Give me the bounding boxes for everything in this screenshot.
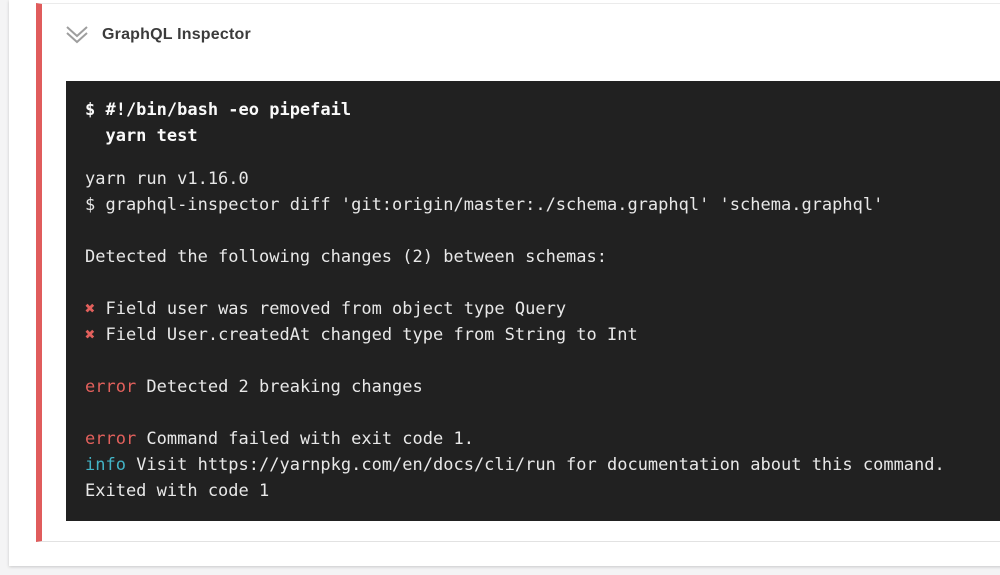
terminal-token: $ graphql-inspector diff 'git:origin/mas… <box>85 195 884 215</box>
terminal-command: $ #!/bin/bash -eo pipefail yarn test <box>85 100 352 146</box>
terminal-output: yarn run v1.16.0 $ graphql-inspector diff… <box>85 166 1000 504</box>
terminal-line: error Command failed with exit code 1. <box>85 426 1000 452</box>
build-step-card: GraphQL Inspector $ #!/bin/bash -eo pipe… <box>9 0 1000 566</box>
terminal-token: Field User.createdAt changed type from S… <box>95 325 638 345</box>
step-title: GraphQL Inspector <box>102 25 251 43</box>
step-header-toggle[interactable]: GraphQL Inspector <box>42 4 1000 45</box>
terminal-token: Field user was removed from object type … <box>95 299 567 319</box>
terminal-line: $ graphql-inspector diff 'git:origin/mas… <box>85 192 1000 218</box>
double-chevron-down-icon[interactable] <box>64 24 90 45</box>
terminal-line: ✖ Field User.createdAt changed type from… <box>85 322 1000 348</box>
terminal-token: Command failed with exit code 1. <box>136 429 474 449</box>
terminal-token: Detected the following changes (2) betwe… <box>85 247 607 267</box>
terminal-line: ✖ Field user was removed from object typ… <box>85 296 1000 322</box>
terminal-token: Detected 2 breaking changes <box>136 377 423 397</box>
terminal-token-red: error <box>85 429 137 449</box>
terminal-line: info Visit https://yarnpkg.com/en/docs/c… <box>85 452 1000 478</box>
terminal-line <box>85 270 1000 296</box>
terminal-line: Detected the following changes (2) betwe… <box>85 244 1000 270</box>
terminal-token-cyan: info <box>85 455 126 475</box>
terminal-output-panel: $ #!/bin/bash -eo pipefail yarn test yar… <box>66 81 1000 521</box>
terminal-line: yarn run v1.16.0 <box>85 166 1000 192</box>
terminal-line <box>85 348 1000 374</box>
terminal-token: Visit https://yarnpkg.com/en/docs/cli/ru… <box>125 455 945 475</box>
terminal-token: yarn run v1.16.0 <box>85 169 249 189</box>
step-row-graphql-inspector: GraphQL Inspector $ #!/bin/bash -eo pipe… <box>36 3 1000 542</box>
terminal-token-red: ✖ <box>85 299 96 319</box>
terminal-line: Exited with code 1 <box>85 478 1000 504</box>
terminal-token: Exited with code 1 <box>85 481 270 501</box>
terminal-token-red: error <box>85 377 137 397</box>
terminal-line <box>85 218 1000 244</box>
terminal-line <box>85 400 1000 426</box>
terminal-token-red: ✖ <box>85 325 96 345</box>
terminal-line: error Detected 2 breaking changes <box>85 374 1000 400</box>
